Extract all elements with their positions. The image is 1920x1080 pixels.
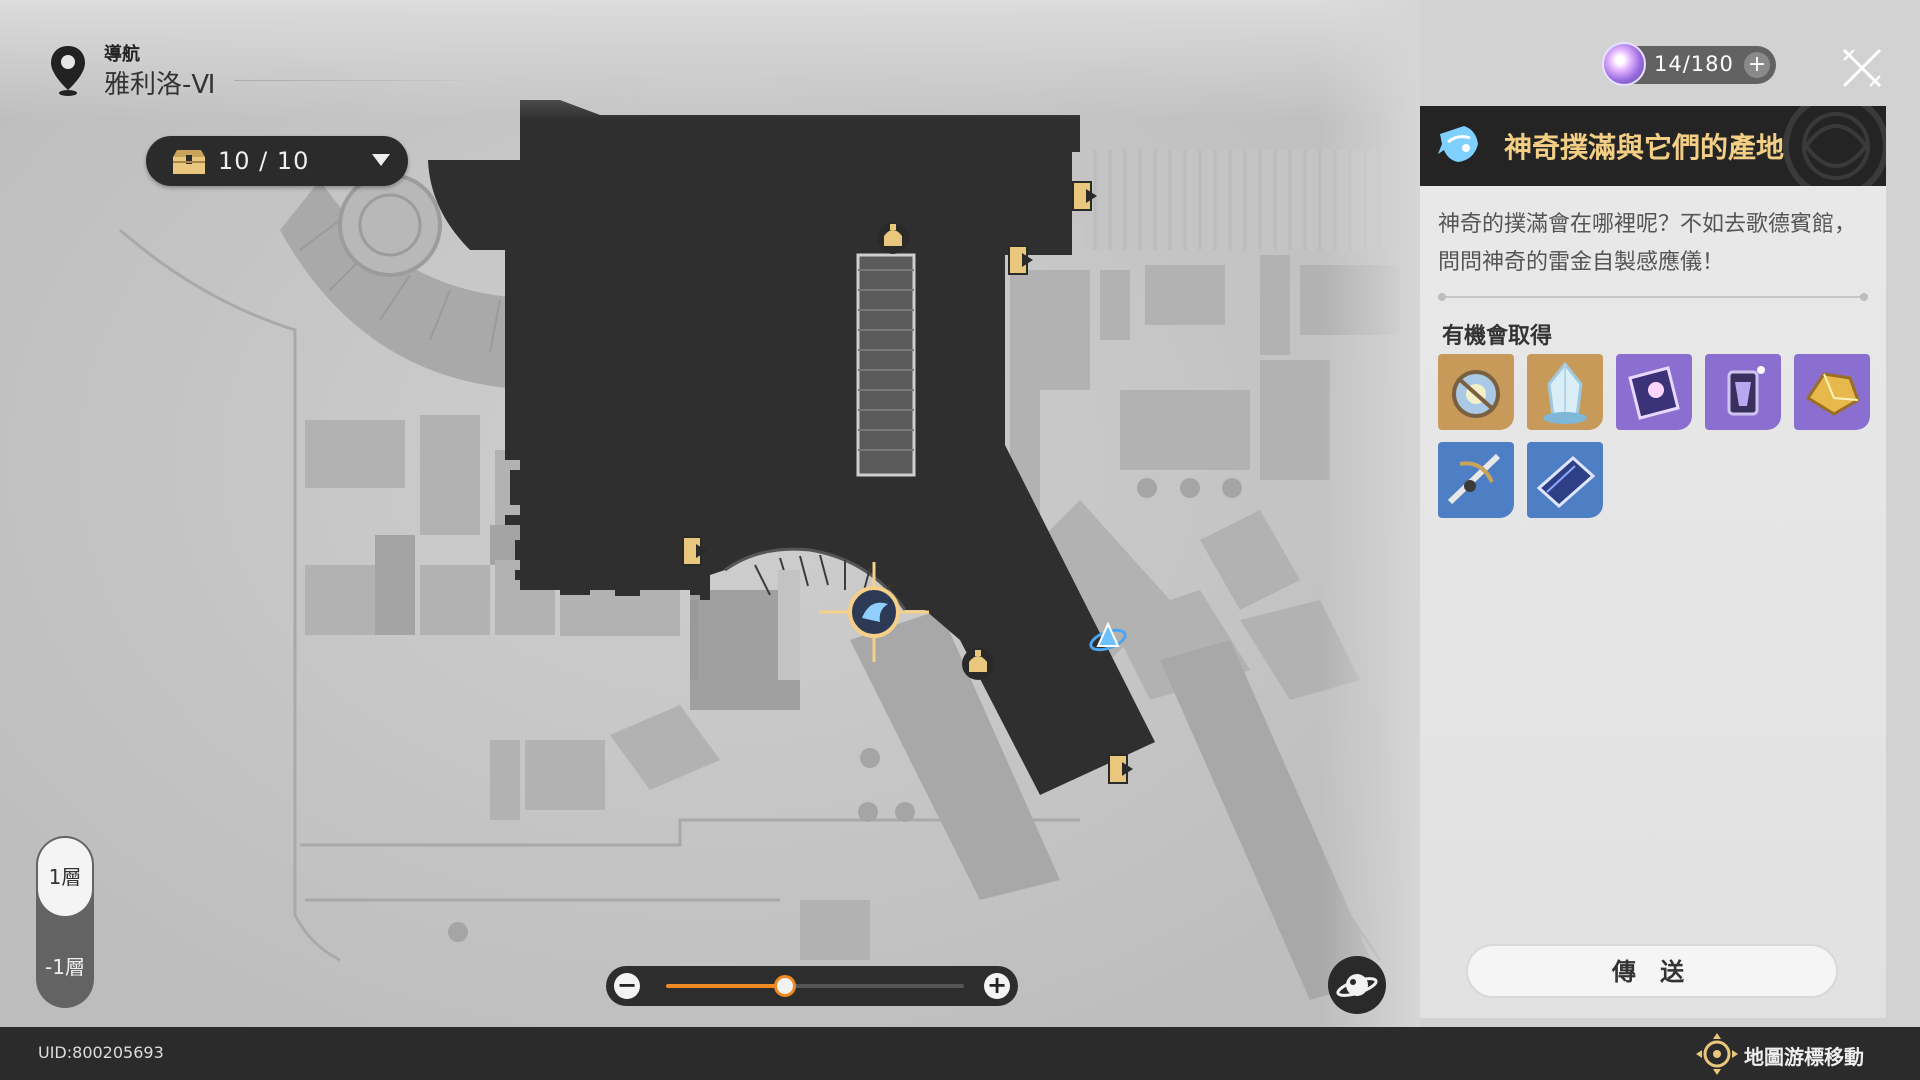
reward-item[interactable]: [1794, 354, 1870, 430]
add-power-button[interactable]: +: [1744, 52, 1770, 78]
navigation-label: 導航: [104, 44, 140, 65]
zoom-out-button[interactable]: −: [614, 973, 640, 999]
user-id: UID:800205693: [38, 1043, 164, 1062]
staircase: [856, 253, 916, 477]
close-icon[interactable]: [1838, 44, 1886, 92]
location-name[interactable]: 雅利洛-Ⅵ: [104, 70, 216, 100]
shop-marker[interactable]: [962, 648, 994, 680]
reward-item[interactable]: [1438, 354, 1514, 430]
zoom-in-button[interactable]: +: [984, 973, 1010, 999]
reward-item[interactable]: [1616, 354, 1692, 430]
reward-item[interactable]: [1705, 354, 1781, 430]
crystal-icon: [1527, 354, 1603, 430]
star-orb-icon: [1438, 354, 1514, 430]
trailblaze-power-icon: [1602, 42, 1646, 86]
rewards-label: 有機會取得: [1442, 324, 1553, 349]
header-divider: [234, 80, 494, 81]
quest-title: 神奇撲滿與它們的產地: [1504, 131, 1785, 164]
reward-item[interactable]: [1438, 442, 1514, 518]
quest-info-panel: 神奇撲滿與它們的產地 神奇的撲滿會在哪裡呢？不如去歌德賓館，問問神奇的雷金自製感…: [1420, 106, 1886, 1018]
zoom-slider-fill: [666, 984, 786, 988]
gold-ore-icon: [1794, 354, 1870, 430]
exit-marker[interactable]: [682, 536, 707, 566]
planet-icon: [1336, 974, 1378, 997]
chest-counter-dropdown[interactable]: 10 / 10: [146, 136, 408, 186]
right-fade: [1320, 0, 1420, 1027]
quest-header: 神奇撲滿與它們的產地: [1420, 106, 1886, 186]
treasure-chest-icon: [173, 150, 205, 174]
floor-b1-tab[interactable]: -1層: [45, 955, 85, 979]
teleport-button[interactable]: 傳 送: [1466, 944, 1838, 998]
map-canvas[interactable]: [0, 0, 1420, 1027]
reward-item[interactable]: [1527, 442, 1603, 518]
exit-marker[interactable]: [1072, 181, 1097, 211]
chest-count: 10 / 10: [218, 147, 310, 175]
circular-planters: [448, 478, 1242, 942]
emblem-decoration-icon: [1783, 106, 1886, 186]
trailblaze-power-value: 14/180: [1654, 52, 1734, 76]
adventure-mission-icon: [1438, 126, 1478, 162]
buildings: [305, 255, 1400, 1000]
quest-marker[interactable]: [1088, 621, 1127, 654]
corridor-gap: [778, 570, 800, 680]
reward-item[interactable]: [1527, 354, 1603, 430]
zoom-control: − +: [606, 966, 1018, 1006]
exit-marker[interactable]: [1008, 245, 1033, 275]
purple-book-icon: [1616, 354, 1692, 430]
quest-description: 神奇的撲滿會在哪裡呢？不如去歌德賓館，問問神奇的雷金自製感應儀！: [1438, 212, 1857, 275]
footer-bar: UID:800205693 地圖游標移動: [0, 1027, 1920, 1080]
purple-lantern-icon: [1705, 354, 1781, 430]
exit-marker[interactable]: [1108, 754, 1133, 784]
chevron-down-icon: [372, 154, 390, 166]
world-switch-button[interactable]: [1328, 956, 1386, 1014]
location-pin-icon: [51, 46, 85, 96]
zoom-slider-track[interactable]: [666, 975, 964, 997]
cursor-move-hint: 地圖游標移動: [1744, 1045, 1864, 1069]
blue-weapon-icon: [1438, 442, 1514, 518]
trailblaze-power-counter[interactable]: 14/180 +: [1602, 42, 1776, 86]
blue-book-icon: [1527, 442, 1603, 518]
hotel-floor-area: [428, 100, 1155, 795]
divider: [1438, 293, 1868, 301]
floor-1-tab[interactable]: 1層: [38, 838, 92, 916]
shop-marker[interactable]: [877, 222, 909, 254]
floor-switcher: 1層 -1層: [36, 836, 94, 1008]
top-fade: [0, 0, 1420, 120]
zoom-slider-handle[interactable]: [774, 975, 797, 997]
player-position-marker: [819, 562, 929, 662]
cursor-move-icon: [1696, 1033, 1738, 1075]
